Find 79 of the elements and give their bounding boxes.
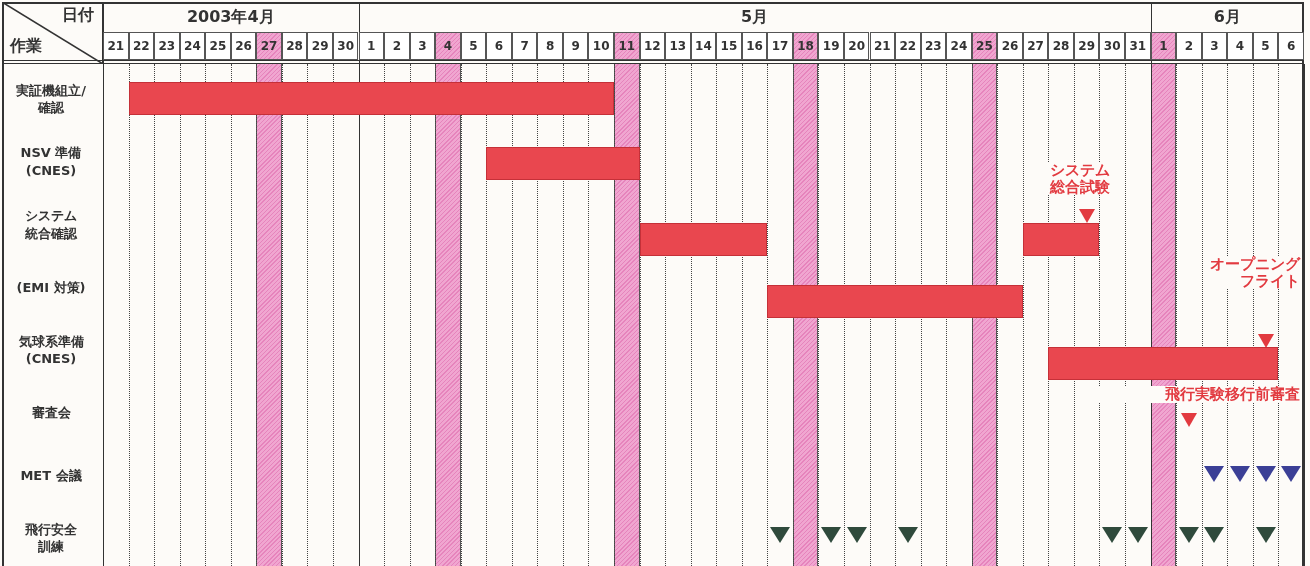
day-cell: 10 [588, 32, 614, 60]
day-cell: 15 [716, 32, 742, 60]
day-cell: 8 [537, 32, 563, 60]
triangle-marker-icon [1204, 466, 1225, 482]
day-cell: 16 [741, 32, 768, 60]
day-cell: 1 [358, 32, 385, 60]
task-bar [486, 147, 640, 180]
month-label: 2003年4月 [185, 6, 276, 28]
task-label: NSV 準備 (CNES) [19, 144, 83, 181]
triangle-marker-icon [1127, 527, 1148, 543]
day-cell: 22 [895, 32, 921, 60]
day-cell: 25 [971, 32, 998, 60]
day-cell: 29 [307, 32, 333, 60]
day-cell: 2 [1176, 32, 1202, 60]
day-cell: 24 [179, 32, 206, 60]
day-cell: 26 [230, 32, 257, 60]
day-cell: 30 [332, 32, 359, 60]
task-bar [128, 82, 614, 115]
day-cell: 21 [103, 32, 129, 60]
task-label: 飛行安全訓練 [24, 520, 78, 557]
triangle-marker-icon [1204, 527, 1225, 543]
day-cell: 26 [997, 32, 1023, 60]
task-label: システム統合確認 [24, 207, 78, 243]
day-cell: 5 [460, 32, 487, 60]
triangle-marker-icon [1102, 527, 1123, 543]
day-cell: 24 [946, 32, 972, 60]
month-label: 5月 [739, 6, 770, 28]
day-cell: 31 [1125, 32, 1151, 60]
day-cell: 6 [1278, 32, 1304, 60]
task-label: (EMI 対策) [15, 278, 87, 297]
day-cell: 18 [792, 32, 819, 60]
day-cell: 7 [511, 32, 538, 60]
day-cell: 4 [1227, 32, 1253, 60]
day-cell: 14 [690, 32, 717, 60]
day-cell: 1 [1150, 32, 1177, 60]
day-cell: 17 [767, 32, 793, 60]
day-cell: 27 [1022, 32, 1049, 60]
day-cell: 25 [205, 32, 231, 60]
header-label: 日付 [62, 5, 94, 26]
day-cell: 9 [562, 32, 589, 60]
triangle-marker-icon [1281, 466, 1302, 482]
task-bar [767, 285, 1023, 318]
task-bar [1048, 347, 1279, 380]
month-label: 6月 [1212, 6, 1242, 28]
header-label: 作業 [10, 36, 42, 57]
day-cell: 12 [639, 32, 666, 60]
day-cell: 6 [486, 32, 512, 60]
day-cell: 23 [154, 32, 180, 60]
day-cell: 11 [614, 32, 640, 60]
day-cell: 13 [665, 32, 691, 60]
day-cell: 3 [409, 32, 436, 60]
day-cell: 30 [1099, 32, 1125, 60]
triangle-marker-icon [846, 527, 867, 543]
day-cell: 20 [843, 32, 870, 60]
triangle-marker-icon [1229, 466, 1250, 482]
task-label: 実証機組立/確認 [15, 81, 87, 118]
task-bar [1022, 223, 1100, 256]
day-cell: 3 [1201, 32, 1228, 60]
day-cell: 2 [384, 32, 410, 60]
triangle-marker-icon [1255, 527, 1276, 543]
triangle-marker-icon [1255, 466, 1276, 482]
day-cell: 23 [920, 32, 947, 60]
day-cell: 29 [1073, 32, 1100, 60]
task-label: 審査会 [30, 404, 72, 423]
day-cell: 4 [435, 32, 461, 60]
day-cell: 22 [128, 32, 155, 60]
day-cell: 27 [256, 32, 282, 60]
day-cell: 28 [1048, 32, 1074, 60]
triangle-marker-icon [1178, 527, 1199, 543]
day-cell: 21 [869, 32, 896, 60]
task-bar [639, 223, 768, 256]
day-cell: 19 [818, 32, 844, 60]
triangle-marker-icon [821, 527, 842, 543]
task-label: MET 会議 [19, 466, 83, 485]
task-label: 気球系準備 (CNES) [17, 332, 85, 369]
triangle-marker-icon [897, 527, 918, 543]
triangle-marker-icon [770, 527, 791, 543]
day-cell: 5 [1252, 32, 1279, 60]
day-cell: 28 [281, 32, 308, 60]
